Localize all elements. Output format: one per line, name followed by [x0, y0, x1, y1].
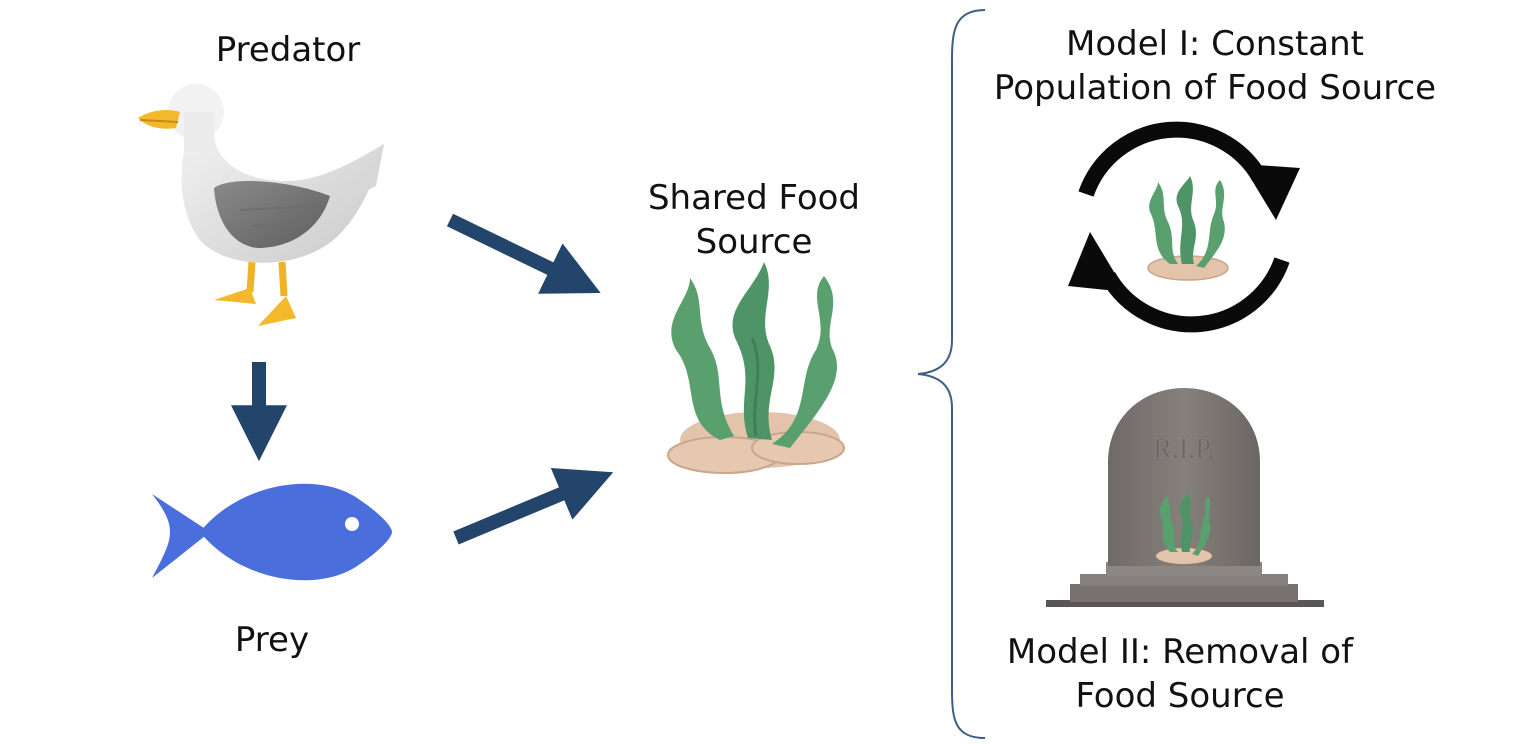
fish-icon: [152, 483, 392, 581]
model1-label-line1: Model I: Constant: [1065, 24, 1365, 64]
shared-food-label: Shared Food Source: [604, 176, 904, 264]
seaweed-icon: [667, 262, 845, 474]
curly-brace: [917, 9, 986, 739]
tombstone-icon: R.I.P.: [1046, 388, 1324, 607]
arrow-prey-to-food: [453, 468, 614, 545]
duck-icon: [138, 84, 384, 326]
model2-label-line2: Food Source: [1075, 676, 1285, 716]
arrow-predator-to-food: [446, 213, 601, 294]
model2-label-line1: Model II: Removal of: [1006, 632, 1354, 672]
predator-label: Predator: [215, 30, 361, 70]
seaweed-small-icon: [1147, 176, 1229, 281]
tombstone-inscription: R.I.P.: [1153, 434, 1214, 465]
model1-label-line2: Population of Food Source: [993, 68, 1437, 108]
model1-label: Model I: Constant Population of Food Sou…: [970, 22, 1460, 110]
prey-label: Prey: [234, 620, 310, 660]
model2-label: Model II: Removal of Food Source: [980, 630, 1380, 718]
shared-food-label-line1: Shared Food: [647, 178, 861, 218]
cycle-arrows-icon: [1068, 121, 1300, 333]
shared-food-label-line2: Source: [695, 222, 813, 262]
